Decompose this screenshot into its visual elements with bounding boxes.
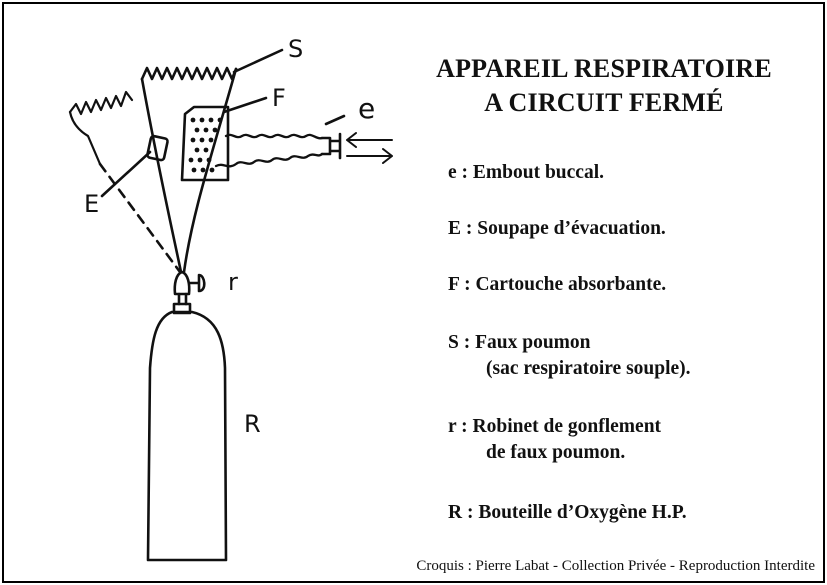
legend-item-R: R : Bouteille d’Oxygène H.P.: [448, 500, 823, 526]
legend-item-e: e : Embout buccal.: [448, 160, 823, 186]
legend-desc: Cartouche absorbante.: [475, 274, 667, 295]
leader-e: [324, 114, 346, 126]
legend-item-r: r : Robinet de gonflement de faux poumon…: [448, 414, 823, 466]
bottle-neck: [172, 302, 192, 315]
hose-lower: [214, 152, 324, 168]
credit-line: Croquis : Pierre Labat - Collection Priv…: [416, 558, 815, 574]
legend-desc: Bouteille d’Oxygène H.P.: [478, 502, 687, 523]
hose-upper: [224, 133, 324, 140]
legend-key: r :: [448, 416, 468, 437]
oxygen-bottle: [146, 310, 228, 562]
legend-item-F: F : Cartouche absorbante.: [448, 272, 823, 298]
counterlung-left-cord: [140, 77, 183, 274]
label-R: R: [244, 410, 261, 438]
title-line-2: A CIRCUIT FERMÉ: [484, 88, 724, 117]
counterlung-deflated-zigzag: [68, 90, 134, 116]
leader-E: [100, 150, 152, 198]
arrow-inhale: [346, 132, 393, 148]
legend-desc: Robinet de gonflement: [472, 416, 662, 437]
label-e: e: [358, 92, 375, 125]
legend-desc-continued: de faux poumon.: [486, 442, 626, 463]
label-r: r: [228, 268, 238, 296]
mouthpiece: [320, 132, 342, 160]
leader-F: [222, 96, 268, 114]
valve-knob: [187, 273, 206, 293]
label-F: F: [272, 84, 286, 112]
legend-desc: Soupape d’évacuation.: [477, 218, 666, 239]
valve-stem: [177, 292, 188, 306]
legend-key: F :: [448, 274, 471, 295]
label-E: E: [84, 190, 99, 218]
valve-body: [173, 270, 191, 296]
arrow-exhale: [346, 148, 393, 164]
legend-key: S :: [448, 332, 471, 353]
legend-item-S: S : Faux poumon (sac respiratoire souple…: [448, 330, 823, 382]
counterlung-zigzag: [140, 66, 238, 81]
legend-desc: Faux poumon: [475, 332, 591, 353]
scrubber-cartridge: [180, 105, 230, 182]
counterlung-deflated-edge: [68, 110, 102, 166]
legend-key: e :: [448, 162, 469, 183]
legend-key: R :: [448, 502, 474, 523]
leader-S: [232, 48, 284, 74]
legend-desc-continued: (sac respiratoire souple).: [486, 358, 691, 379]
counterlung-deflated-line: [98, 162, 182, 274]
legend-key: E :: [448, 218, 473, 239]
title-line-1: APPAREIL RESPIRATOIRE: [436, 54, 772, 83]
legend-desc: Embout buccal.: [472, 162, 605, 183]
legend-item-E: E : Soupape d’évacuation.: [448, 216, 823, 242]
rebreather-sketch: S F e E r R: [68, 35, 393, 562]
exhaust-valve: [146, 134, 169, 162]
label-S: S: [288, 35, 303, 63]
